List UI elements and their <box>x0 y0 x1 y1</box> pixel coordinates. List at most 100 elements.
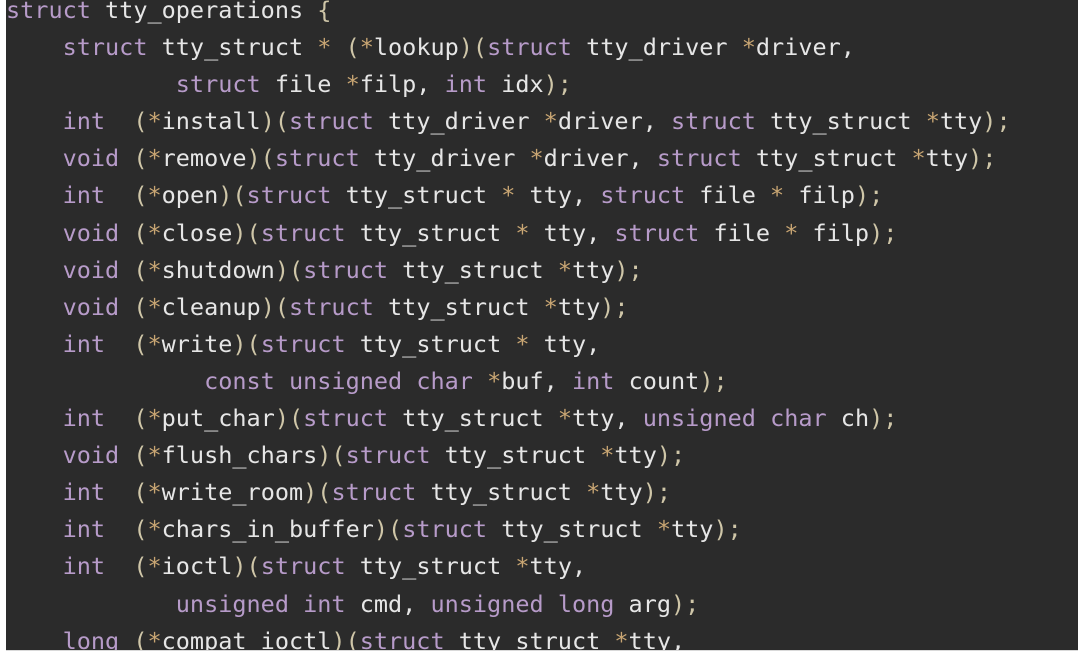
code-token: )( <box>373 515 403 544</box>
code-token: char <box>416 366 473 395</box>
code-token: tty <box>614 441 657 470</box>
code-token: open <box>161 181 219 210</box>
code-token: * <box>543 292 558 321</box>
code-token: * <box>147 181 162 210</box>
code-block: struct tty_operations { struct tty_struc… <box>6 0 1011 650</box>
code-line: struct tty_operations { <box>6 0 1011 29</box>
code-token: ( <box>105 181 148 210</box>
code-token: * <box>147 329 162 358</box>
code-token: ( <box>105 515 148 544</box>
code-token: ( <box>331 33 360 62</box>
code-token: int <box>6 515 106 544</box>
code-token: * <box>741 33 756 62</box>
code-token: ( <box>119 441 148 470</box>
code-token: driver, <box>557 107 672 136</box>
code-token: chars_in_buffer <box>161 515 374 544</box>
code-token: * <box>515 218 530 247</box>
code-token: file <box>260 70 346 99</box>
code-token: tty_struct <box>416 478 587 507</box>
code-token: struct <box>289 107 374 136</box>
code-token: arg <box>614 589 671 618</box>
code-token: tty <box>600 478 643 507</box>
code-line: void (*flush_chars)(struct tty_struct *t… <box>6 437 1011 474</box>
code-token: shutdown <box>161 255 275 284</box>
code-token: tty_struct <box>741 144 912 173</box>
code-line: int (*chars_in_buffer)(struct tty_struct… <box>6 511 1011 548</box>
code-token: * <box>359 33 374 62</box>
code-token: tty_struct <box>345 218 516 247</box>
code-token: ch <box>826 404 870 433</box>
code-token: tty_driver <box>359 144 530 173</box>
code-token: struct <box>303 404 389 433</box>
code-token: struct <box>6 70 261 99</box>
code-token: install <box>161 107 261 136</box>
code-token: flush_chars <box>161 441 318 470</box>
code-token: { <box>317 0 332 24</box>
code-token: ); <box>642 478 672 507</box>
code-token: struct <box>288 292 374 321</box>
code-line: struct tty_struct * (*lookup)(struct tty… <box>6 29 1011 66</box>
code-token: ); <box>713 515 742 544</box>
code-token: long <box>6 626 120 650</box>
code-token: ); <box>854 181 884 210</box>
code-token: close <box>161 218 233 247</box>
code-token: * <box>770 181 785 210</box>
code-token: void <box>6 441 120 470</box>
code-token: ( <box>119 292 148 321</box>
code-token: tty, <box>571 404 643 433</box>
code-token: int <box>444 70 488 99</box>
code-token: )( <box>458 33 488 62</box>
code-token: long <box>557 589 615 618</box>
code-token: tty_struct <box>487 515 657 544</box>
code-token: void <box>6 144 120 173</box>
code-token: tty_struct <box>388 404 558 433</box>
code-line: int (*open)(struct tty_struct * tty, str… <box>6 177 1011 214</box>
code-token: struct <box>303 255 389 284</box>
code-token: tty_struct <box>755 107 926 136</box>
code-token: * <box>147 552 162 581</box>
code-token: compat_ioctl <box>161 626 332 650</box>
code-token: int <box>6 478 106 507</box>
code-token: )( <box>232 329 261 358</box>
code-token: ); <box>600 292 629 321</box>
code-token: ( <box>119 144 148 173</box>
code-token: struct <box>600 181 686 210</box>
code-token: * <box>784 218 799 247</box>
code-token: * <box>501 181 516 210</box>
code-token: tty_struct <box>345 329 516 358</box>
code-token: ); <box>869 218 898 247</box>
code-token: struct <box>345 441 431 470</box>
code-line: struct file *filp, int idx); <box>6 66 1011 103</box>
code-token: unsigned <box>642 404 756 433</box>
code-token: ); <box>671 589 700 618</box>
code-token: )( <box>274 404 304 433</box>
code-line: void (*cleanup)(struct tty_struct *tty); <box>6 289 1011 326</box>
code-token: )( <box>260 107 289 136</box>
code-token: write <box>161 329 233 358</box>
code-token: int <box>6 107 106 136</box>
code-token: file <box>685 181 771 210</box>
code-token: )( <box>260 292 289 321</box>
code-token: struct <box>671 107 756 136</box>
code-token: tty, <box>628 626 686 650</box>
code-token: ); <box>699 366 728 395</box>
code-token: struct <box>260 218 346 247</box>
code-token: cmd, <box>345 589 431 618</box>
code-token: * <box>557 404 572 433</box>
code-token: struct <box>331 478 417 507</box>
code-token: tty <box>925 144 969 173</box>
code-token: write_room <box>161 478 304 507</box>
code-token: * <box>600 441 615 470</box>
code-token: unsigned <box>288 366 403 395</box>
code-token: ); <box>543 70 572 99</box>
code-token: * <box>147 515 162 544</box>
code-viewer: struct tty_operations { struct tty_struc… <box>6 0 1078 650</box>
code-token: * <box>529 144 544 173</box>
code-line: int (*put_char)(struct tty_struct *tty, … <box>6 400 1011 437</box>
code-token: remove <box>161 144 247 173</box>
code-token <box>289 590 303 618</box>
code-token: count <box>614 366 700 395</box>
code-token <box>473 367 487 395</box>
code-token: * <box>147 626 162 650</box>
code-token: driver, <box>543 144 657 173</box>
